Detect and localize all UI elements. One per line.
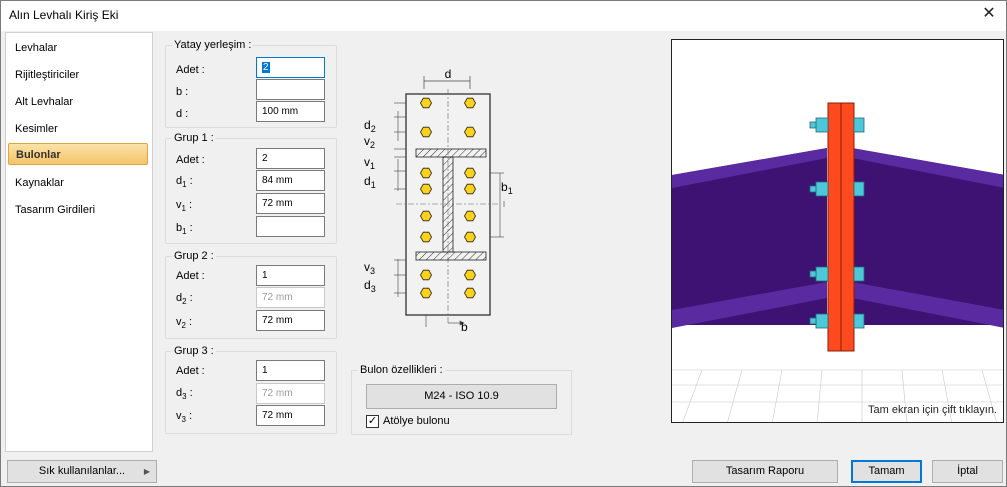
b-label: b : xyxy=(176,86,189,98)
group-1-count-input[interactable]: 2 xyxy=(256,148,325,169)
3d-preview-viewport[interactable]: Tam ekran için çift tıklayın. xyxy=(671,39,1004,423)
horizontal-layout-legend: Yatay yerleşim : xyxy=(172,39,254,51)
adet-label: Adet : xyxy=(176,154,205,166)
bolt-hex-icon xyxy=(464,126,476,138)
bolt-properties-group: Bulon özellikleri : M24 - ISO 10.9 ✓ Atö… xyxy=(351,364,572,435)
sidebar-item-tasarim-girdileri[interactable]: Tasarım Girdileri xyxy=(15,204,96,216)
group-3-count-input[interactable]: 1 xyxy=(256,360,325,381)
bolt-hex-icon xyxy=(420,126,432,138)
b1-label: b1 : xyxy=(176,222,193,237)
sidebar-item-alt-levhalar[interactable]: Alt Levhalar xyxy=(15,96,74,108)
bolt-type-button[interactable]: M24 - ISO 10.9 xyxy=(366,384,557,409)
d2-label: d2 : xyxy=(176,292,193,307)
adet-label: Adet : xyxy=(176,365,205,377)
horizontal-d-input[interactable]: 100 mm xyxy=(256,101,325,122)
group-3: Grup 3 : Adet : 1 d3 : 72 mm v3 : 72 mm xyxy=(165,345,337,434)
group-3-legend: Grup 3 : xyxy=(172,345,216,357)
adet-label: Adet : xyxy=(176,64,205,76)
bolt-hex-icon xyxy=(420,167,432,179)
bolt-hex-icon xyxy=(420,183,432,195)
d-label: d : xyxy=(176,108,189,120)
favorites-label: Sık kullanılanlar... xyxy=(38,465,126,477)
bolt-layout-diagram: d d2 v2 v1 d1 v3 d3 xyxy=(364,67,513,334)
group-3-v-input[interactable]: 72 mm xyxy=(256,405,325,426)
sidebar-item-kaynaklar[interactable]: Kaynaklar xyxy=(15,177,64,189)
dim-d3: d3 xyxy=(364,278,376,294)
bolt-properties-legend: Bulon özellikleri : xyxy=(358,364,445,376)
sidebar-item-rijitlestiriciler[interactable]: Rijitleştiriciler xyxy=(15,69,80,81)
dim-d1: d1 xyxy=(364,174,376,190)
horizontal-b-input[interactable] xyxy=(256,79,325,100)
bottom-flange xyxy=(415,251,487,261)
group-1-b-input[interactable] xyxy=(256,216,325,237)
dim-d: d xyxy=(445,67,452,81)
bolt-hex-icon xyxy=(464,269,476,281)
chevron-right-icon: ▶ xyxy=(143,467,150,476)
bolt-hex-icon xyxy=(464,210,476,222)
bolt-hex-icon xyxy=(464,167,476,179)
horizontal-count-input[interactable]: 2 xyxy=(256,57,325,78)
dim-d2: d2 xyxy=(364,118,376,134)
v2-label: v2 : xyxy=(176,316,193,331)
bolt-hex-icon xyxy=(420,97,432,109)
sidebar: Levhalar Rijitleştiriciler Alt Levhalar … xyxy=(5,32,153,452)
group-1-v-input[interactable]: 72 mm xyxy=(256,193,325,214)
left-beam xyxy=(672,148,827,325)
sidebar-item-kesimler[interactable]: Kesimler xyxy=(15,123,58,135)
dim-v3: v3 xyxy=(364,260,375,276)
window-title: Alın Levhalı Kiriş Eki xyxy=(9,8,119,22)
v3-label: v3 : xyxy=(176,410,193,425)
title-bar: Alın Levhalı Kiriş Eki ✕ xyxy=(1,1,1006,31)
beam-web xyxy=(442,156,454,253)
dim-v2: v2 xyxy=(364,134,375,150)
group-3-d-input: 72 mm xyxy=(256,383,325,404)
shop-bolt-checkbox[interactable]: ✓ xyxy=(366,415,379,428)
group-1-legend: Grup 1 : xyxy=(172,132,216,144)
top-flange xyxy=(415,148,487,158)
v1-label: v1 : xyxy=(176,199,193,214)
bolt-hex-icon xyxy=(420,231,432,243)
bolt-hex-icon xyxy=(464,287,476,299)
dim-v1: v1 xyxy=(364,155,375,171)
group-2-legend: Grup 2 : xyxy=(172,250,216,262)
cancel-button[interactable]: İptal xyxy=(932,460,1003,483)
fullscreen-hint: Tam ekran için çift tıklayın. xyxy=(868,404,997,416)
3d-model-render xyxy=(672,102,1003,422)
bolt-hex-icon xyxy=(464,231,476,243)
bolt-markers xyxy=(420,97,476,299)
group-2-d-input: 72 mm xyxy=(256,287,325,308)
bolt-hex-icon xyxy=(464,183,476,195)
shop-bolt-label: Atölye bulonu xyxy=(383,415,450,427)
group-1: Grup 1 : Adet : 2 d1 : 84 mm v1 : 72 mm … xyxy=(165,132,337,244)
group-1-d-input[interactable]: 84 mm xyxy=(256,170,325,191)
ok-button[interactable]: Tamam xyxy=(851,460,922,483)
group-2-v-input[interactable]: 72 mm xyxy=(256,310,325,331)
close-icon[interactable]: ✕ xyxy=(982,5,996,22)
bolt-hex-icon xyxy=(420,210,432,222)
group-2-count-input[interactable]: 1 xyxy=(256,265,325,286)
favorites-button[interactable]: Sık kullanılanlar... ▶ xyxy=(7,460,157,483)
d1-label: d1 : xyxy=(176,175,193,190)
adet-label: Adet : xyxy=(176,270,205,282)
right-beam xyxy=(852,148,1003,325)
bolts-3d xyxy=(809,117,865,329)
sidebar-item-levhalar[interactable]: Levhalar xyxy=(15,42,58,54)
bolt-hex-icon xyxy=(420,269,432,281)
bolt-hex-icon xyxy=(420,287,432,299)
design-report-button[interactable]: Tasarım Raporu xyxy=(692,460,838,483)
dim-b1: b1 xyxy=(501,180,513,196)
sidebar-item-bulonlar[interactable]: Bulonlar xyxy=(8,143,148,165)
bolt-hex-icon xyxy=(464,97,476,109)
d3-label: d3 : xyxy=(176,387,193,402)
group-2: Grup 2 : Adet : 1 d2 : 72 mm v2 : 72 mm xyxy=(165,250,337,339)
dim-b: b xyxy=(461,320,468,334)
horizontal-layout-group: Yatay yerleşim : Adet : 2 b : d : 100 mm xyxy=(165,39,337,128)
